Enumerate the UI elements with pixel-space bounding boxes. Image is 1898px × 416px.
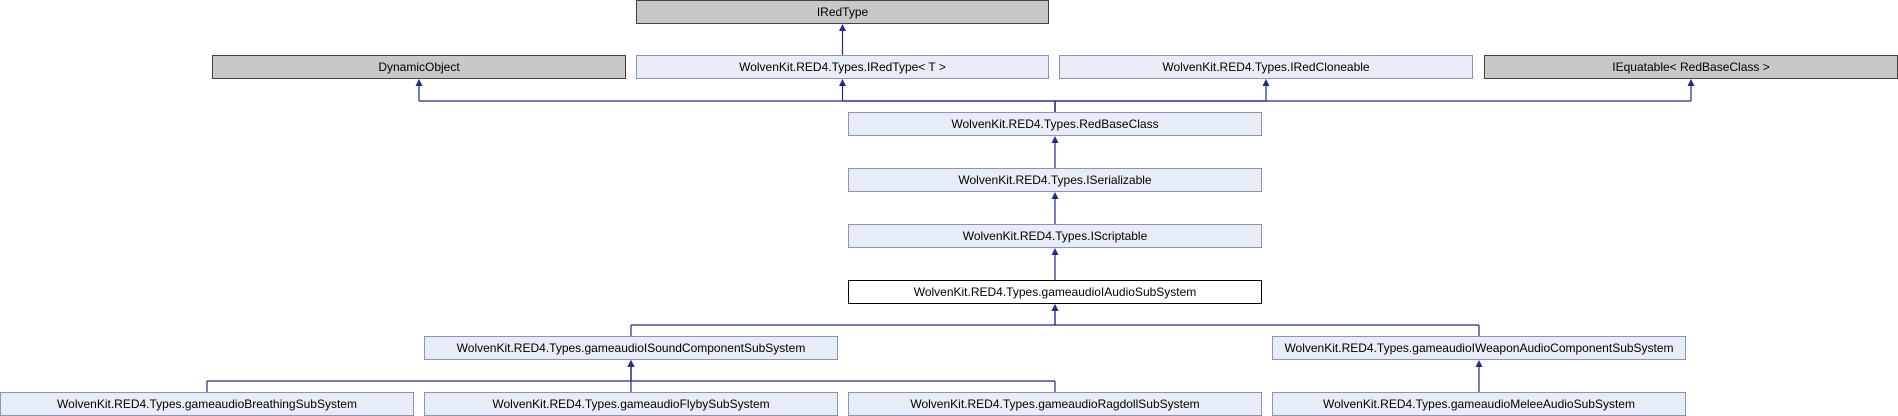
node-iredtype[interactable]: IRedType (636, 0, 1049, 24)
node-iredcloneable[interactable]: WolvenKit.RED4.Types.IRedCloneable (1059, 55, 1473, 79)
node-iequatable[interactable]: IEquatable< RedBaseClass > (1484, 55, 1898, 79)
edge-redbaseclass-to-iredtype_t-arrowhead (839, 79, 846, 86)
node-dynamicobject[interactable]: DynamicObject (212, 55, 626, 79)
node-iserializable[interactable]: WolvenKit.RED4.Types.ISerializable (848, 168, 1262, 192)
edge-redbaseclass-to-iequatable-arrowhead (1687, 79, 1695, 86)
edge-redbaseclass-to-iredcloneable-arrowhead (1262, 79, 1270, 86)
edge-iscriptable-to-iserializable-arrowhead (1051, 192, 1059, 199)
node-gameaudio-isoundcomponentsubsystem[interactable]: WolvenKit.RED4.Types.gameaudioISoundComp… (424, 336, 838, 360)
node-gameaudio-ragdollsubsystem[interactable]: WolvenKit.RED4.Types.gameaudioRagdollSub… (848, 392, 1262, 416)
edge-iserializable-to-redbaseclass-arrowhead (1051, 136, 1059, 143)
node-gameaudio-flybysubsystem[interactable]: WolvenKit.RED4.Types.gameaudioFlybySubSy… (424, 392, 838, 416)
node-iredtype-generic[interactable]: WolvenKit.RED4.Types.IRedType< T > (636, 55, 1049, 79)
node-gameaudio-meleeaudiosubsystem[interactable]: WolvenKit.RED4.Types.gameaudioMeleeAudio… (1272, 392, 1686, 416)
edge-audiosubsystem-to-iscriptable-arrowhead (1051, 248, 1059, 255)
node-gameaudio-iaudiosubsystem: WolvenKit.RED4.Types.gameaudioIAudioSubS… (848, 280, 1262, 304)
edge-redbaseclass-to-dynamicobject-arrowhead (415, 79, 423, 86)
node-redbaseclass[interactable]: WolvenKit.RED4.Types.RedBaseClass (848, 112, 1262, 136)
node-iscriptable[interactable]: WolvenKit.RED4.Types.IScriptable (848, 224, 1262, 248)
edge-iredtype_t-to-iredtype-arrowhead (839, 24, 846, 31)
node-gameaudio-iweaponaudiocomponentsubsystem[interactable]: WolvenKit.RED4.Types.gameaudioIWeaponAud… (1272, 336, 1686, 360)
edge-weaponaudio-to-audiosubsystem-arrowhead (1051, 304, 1059, 311)
edge-melee-to-weaponaudio-arrowhead (1475, 360, 1483, 367)
node-gameaudio-breathingsubsystem[interactable]: WolvenKit.RED4.Types.gameaudioBreathingS… (0, 392, 414, 416)
edge-ragdoll-to-soundcomponent-arrowhead (627, 360, 635, 367)
